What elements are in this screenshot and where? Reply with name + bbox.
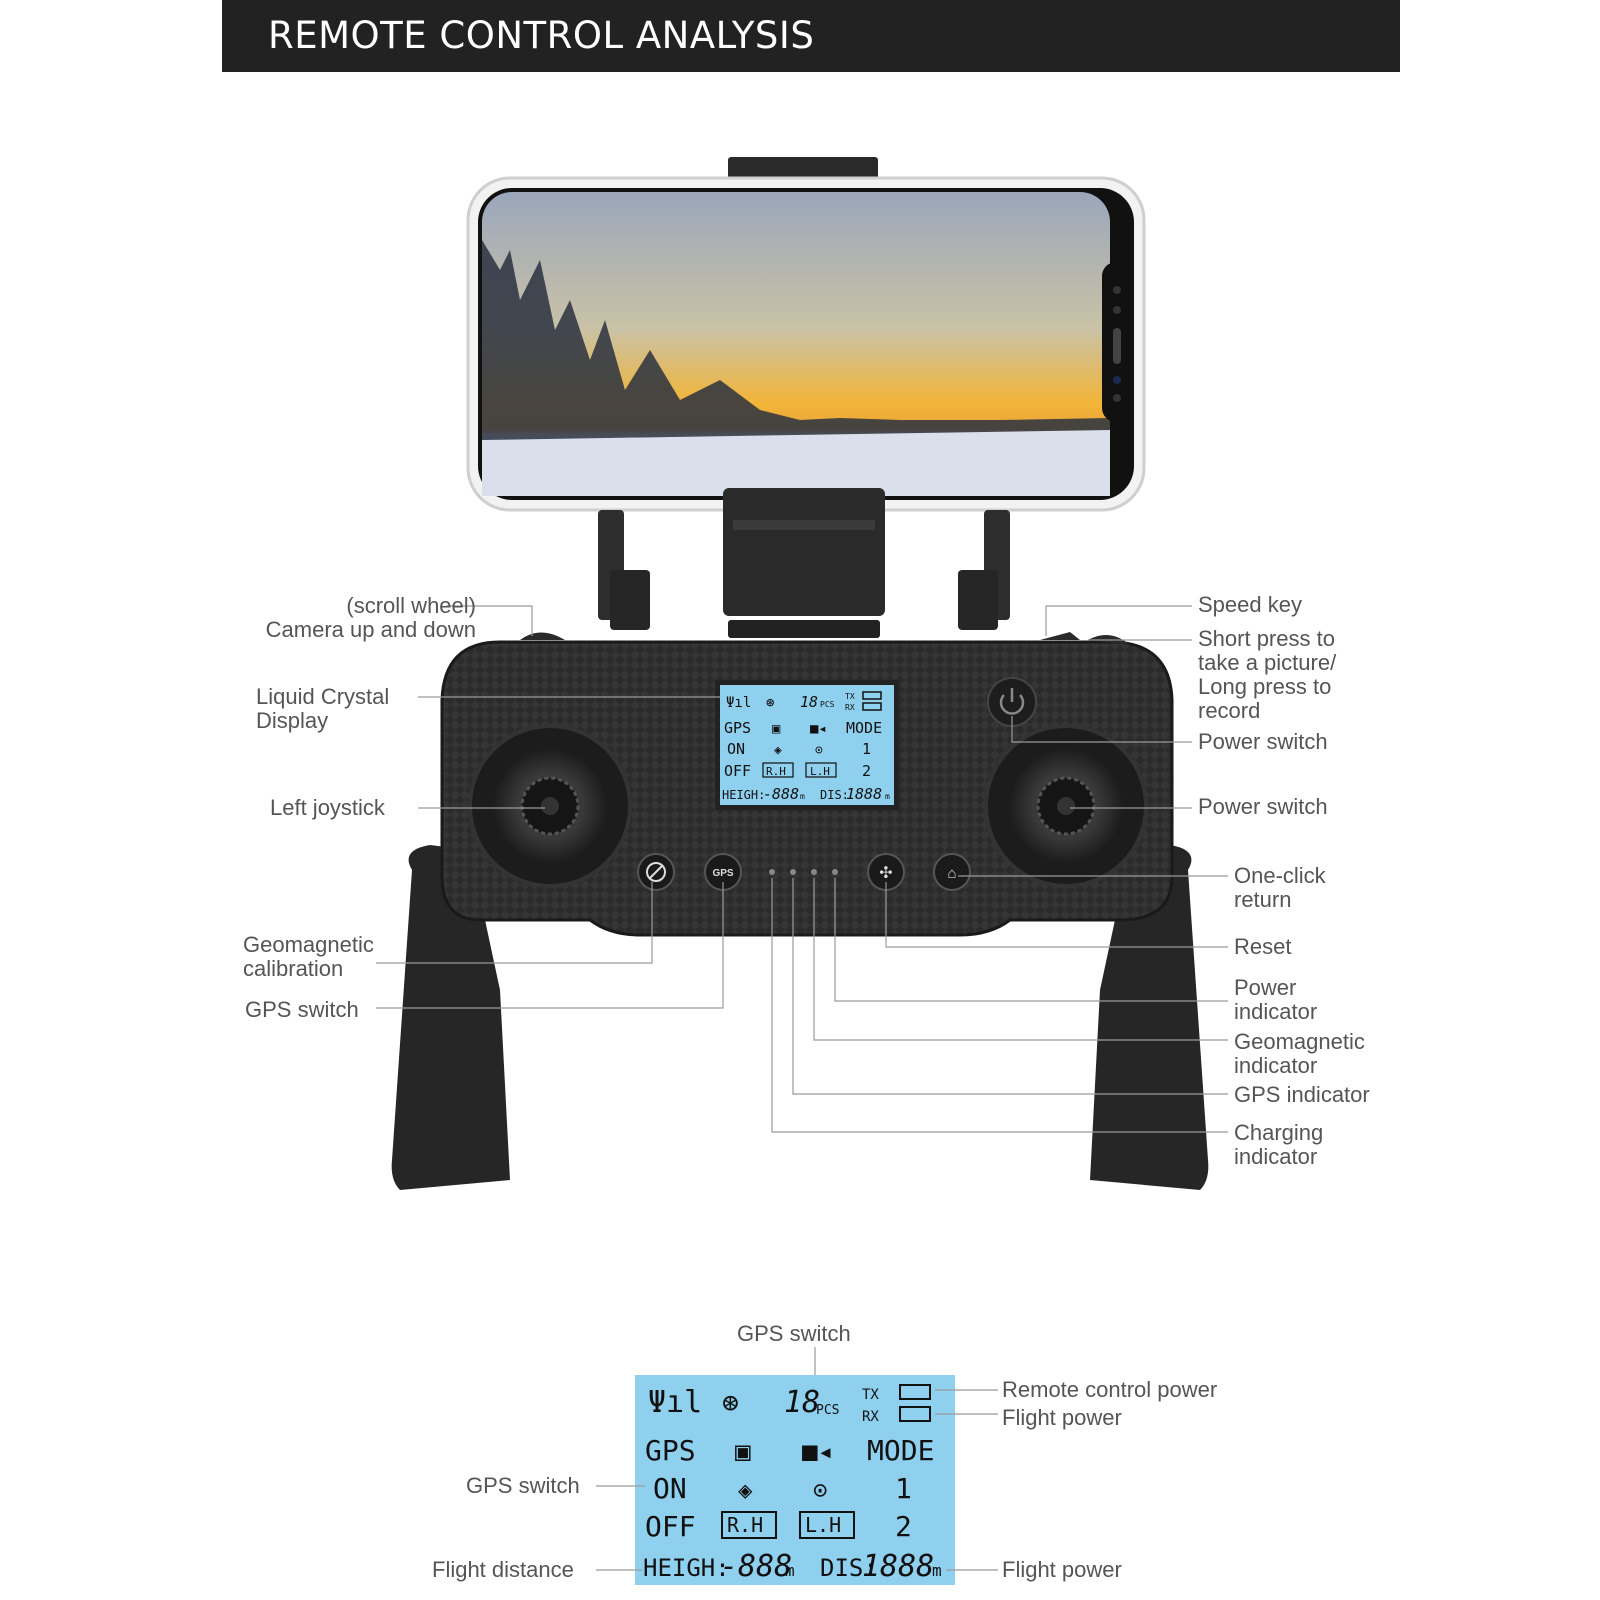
geomagnetic-indicator-light — [811, 869, 817, 875]
label-one-click-return: One-click return — [1234, 863, 1326, 912]
right-joystick[interactable] — [984, 724, 1148, 888]
smartphone — [466, 157, 1146, 512]
power-button[interactable] — [987, 677, 1037, 727]
return-home-icon: ⌂ — [947, 865, 956, 882]
label-speed-key: Speed key — [1198, 592, 1302, 617]
lcd-signal-icon: Ψıl — [726, 695, 751, 711]
label-reset: Reset — [1234, 934, 1292, 959]
lcd-label-remote-control-power: Remote control power — [1002, 1377, 1218, 1402]
lcd-label-flight-distance: Flight distance — [432, 1557, 574, 1582]
label-photo-record: Short press to take a picture/ Long pres… — [1198, 626, 1337, 723]
indicator-lights — [769, 869, 838, 875]
lcd-tx-battery-icon — [862, 691, 882, 700]
lcd-dis-unit: m — [885, 792, 890, 801]
label-left-joystick: Left joystick — [270, 795, 385, 820]
gps-indicator-light — [790, 869, 796, 875]
drone-icon: ✣ — [879, 865, 892, 882]
lcd-label-gps-switch-top: GPS switch — [737, 1321, 851, 1346]
lcd-off: OFF — [724, 762, 751, 780]
lcd-mode-2: 2 — [862, 762, 871, 780]
label-charging-indicator: Charging indicator — [1234, 1120, 1324, 1169]
lcd-tx: TX — [845, 692, 855, 701]
geomagnetic-calibration-button[interactable] — [637, 853, 675, 891]
lcd-pcs: PCS — [820, 700, 835, 709]
label-power-switch-1: Power switch — [1198, 729, 1328, 754]
gps-switch-button[interactable]: GPS — [704, 853, 742, 891]
lcd-height-value: -888 — [763, 785, 799, 803]
label-lcd: Liquid Crystal Display — [256, 684, 390, 733]
power-icon — [999, 694, 1025, 715]
charging-indicator-light — [769, 869, 775, 875]
scroll-wheel[interactable] — [520, 632, 565, 641]
lcd-dis-label: DIS: — [820, 788, 849, 802]
lcd-label-flight-power-1: Flight power — [1002, 1405, 1122, 1430]
gps-button-label: GPS — [712, 868, 733, 879]
lcd-height-unit: m — [800, 792, 805, 801]
lcd-rx-battery-icon — [862, 702, 882, 711]
label-geomagnetic-calibration: Geomagnetic calibration — [243, 932, 374, 981]
label-geomagnetic-indicator: Geomagnetic indicator — [1234, 1029, 1365, 1078]
lcd-propeller-icon: ⊛ — [766, 695, 775, 711]
callout-lines — [376, 605, 1228, 1133]
label-power-indicator: Power indicator — [1234, 975, 1318, 1024]
lcd-satellite-count: 18 — [800, 693, 818, 711]
one-click-return-button[interactable]: ⌂ — [933, 853, 971, 891]
lcd-label-flight-power-2: Flight power — [1002, 1557, 1122, 1582]
lcd-rx: RX — [845, 703, 855, 712]
lcd-height-label: HEIGH: — [722, 788, 765, 802]
lcd-mode-1: 1 — [862, 740, 871, 758]
lcd-rh: R.H — [766, 765, 786, 778]
lcd-video-icon: ■◂ — [810, 721, 827, 737]
lcd-mode: MODE — [846, 719, 882, 737]
phone-holder — [598, 488, 1010, 638]
lcd-camera-icon: ▣ — [772, 721, 781, 737]
label-gps-indicator: GPS indicator — [1234, 1082, 1370, 1107]
lcd-stabilize-icon: ◈ — [774, 743, 782, 758]
speed-key[interactable] — [1040, 632, 1080, 640]
lcd-label-gps-switch-left: GPS switch — [466, 1473, 580, 1498]
power-indicator-light — [832, 869, 838, 875]
lcd-dis-value: 1888 — [846, 785, 882, 803]
label-power-switch-2: Power switch — [1198, 794, 1328, 819]
lcd-location-icon: ⊙ — [815, 743, 823, 758]
lcd-lh: L.H — [810, 765, 830, 778]
label-scroll-wheel: (scroll wheel) Camera up and down — [265, 593, 476, 642]
landing-legs — [391, 845, 1209, 1190]
label-gps-switch: GPS switch — [245, 997, 359, 1022]
lcd-on: ON — [727, 740, 745, 758]
header-banner: REMOTE CONTROL ANALYSIS — [222, 0, 1400, 72]
page-title: REMOTE CONTROL ANALYSIS — [268, 14, 815, 57]
lcd-gps: GPS — [724, 719, 751, 737]
lcd-display: Ψıl ⊛ 18 PCS TX RX GPS ▣ ■◂ MODE ON ◈ ⊙ … — [715, 680, 899, 810]
left-joystick[interactable] — [468, 724, 632, 888]
compass-icon — [646, 862, 666, 882]
